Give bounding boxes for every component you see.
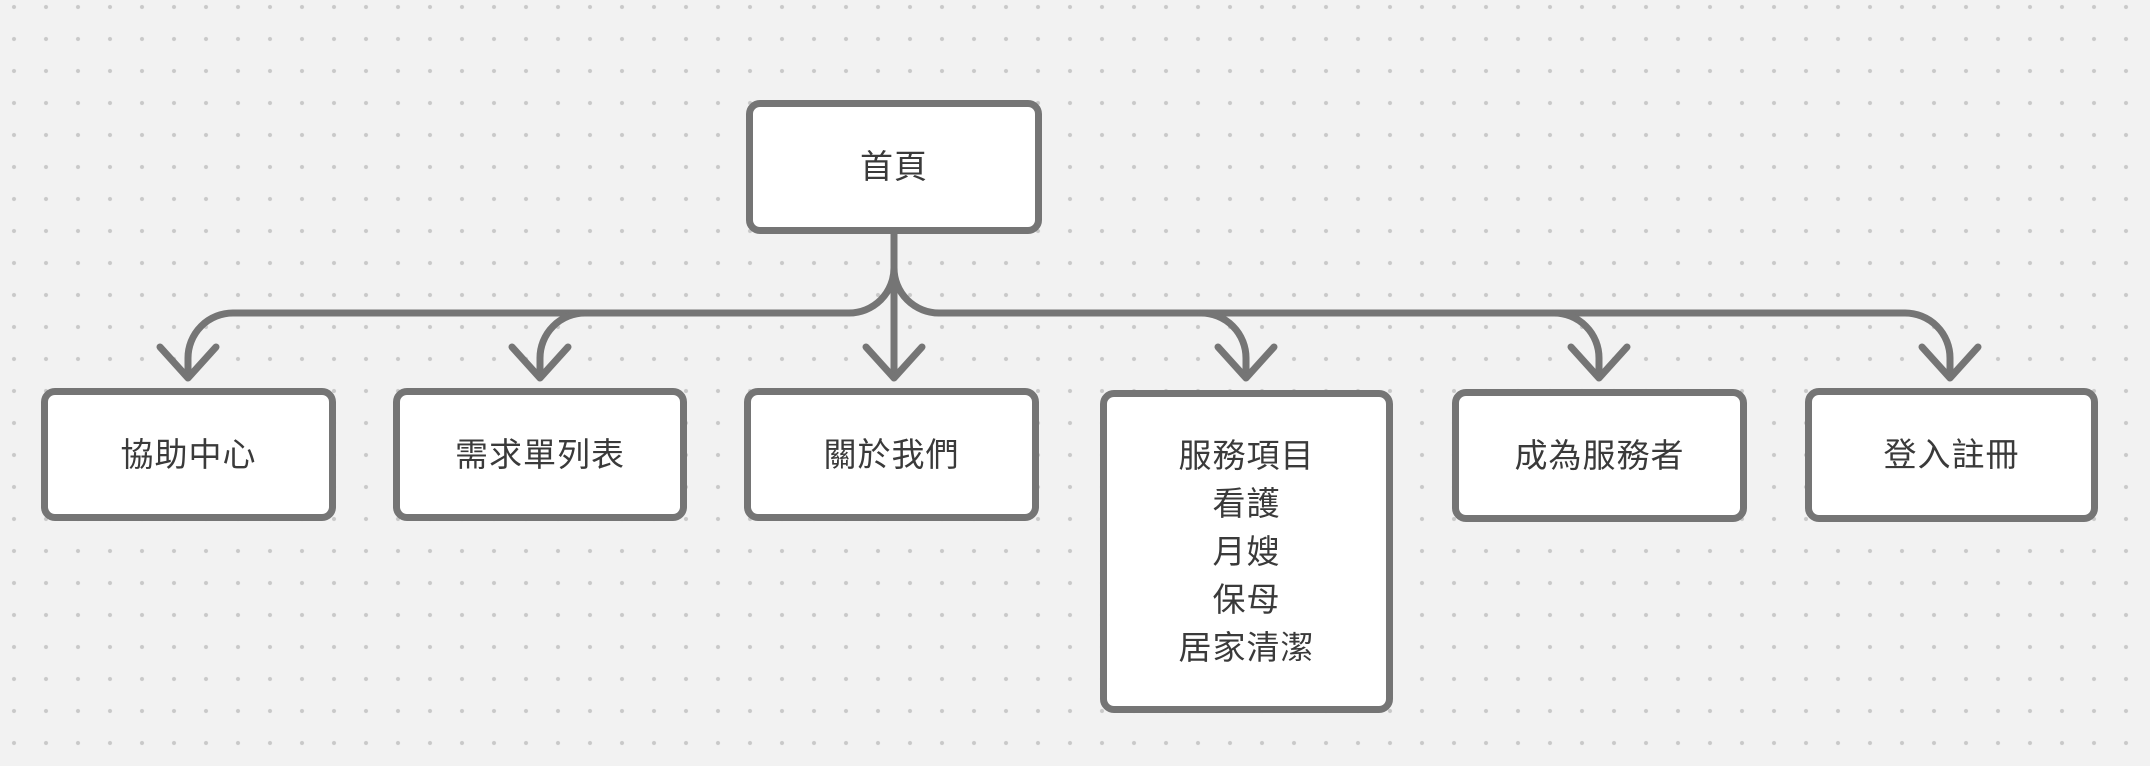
arrow-head-icon <box>1567 343 1631 382</box>
node-login-register[interactable]: 登入註冊 <box>1805 388 2098 522</box>
node-label: 登入註冊 <box>1883 436 2020 473</box>
node-label: 首頁 <box>860 148 928 185</box>
node-become-provider[interactable]: 成為服務者 <box>1452 389 1747 522</box>
node-label: 需求單列表 <box>455 435 625 473</box>
service-item: 保母 <box>1212 580 1281 618</box>
arrow-head-icon <box>1918 343 1982 382</box>
arrow-head-icon <box>862 343 926 382</box>
node-label: 服務項目 <box>1178 436 1315 474</box>
connector-branch-become-provider[interactable] <box>1550 309 1603 376</box>
service-item: 月嫂 <box>1212 532 1281 570</box>
node-label: 成為服務者 <box>1514 436 1685 474</box>
connector-branch-services[interactable] <box>1197 309 1250 376</box>
arrow-head-icon <box>508 343 572 382</box>
node-home[interactable]: 首頁 <box>746 100 1042 234</box>
node-label: 關於我們 <box>823 435 960 473</box>
arrow-head-icon <box>156 343 220 382</box>
node-help-center[interactable]: 協助中心 <box>41 388 336 521</box>
service-item: 居家清潔 <box>1178 628 1315 666</box>
node-services[interactable]: 服務項目 看護 月嫂 保母 居家清潔 <box>1100 390 1393 713</box>
connectors <box>156 230 1982 382</box>
service-item: 看護 <box>1212 484 1281 522</box>
arrow-head-icon <box>1214 343 1278 382</box>
connector-trunk-left[interactable] <box>184 264 898 376</box>
connector-trunk-right[interactable] <box>890 264 1954 376</box>
connector-branch-request-list[interactable] <box>536 309 589 376</box>
node-request-list[interactable]: 需求單列表 <box>393 388 687 521</box>
node-label: 協助中心 <box>120 435 257 473</box>
node-about-us[interactable]: 關於我們 <box>744 388 1039 521</box>
